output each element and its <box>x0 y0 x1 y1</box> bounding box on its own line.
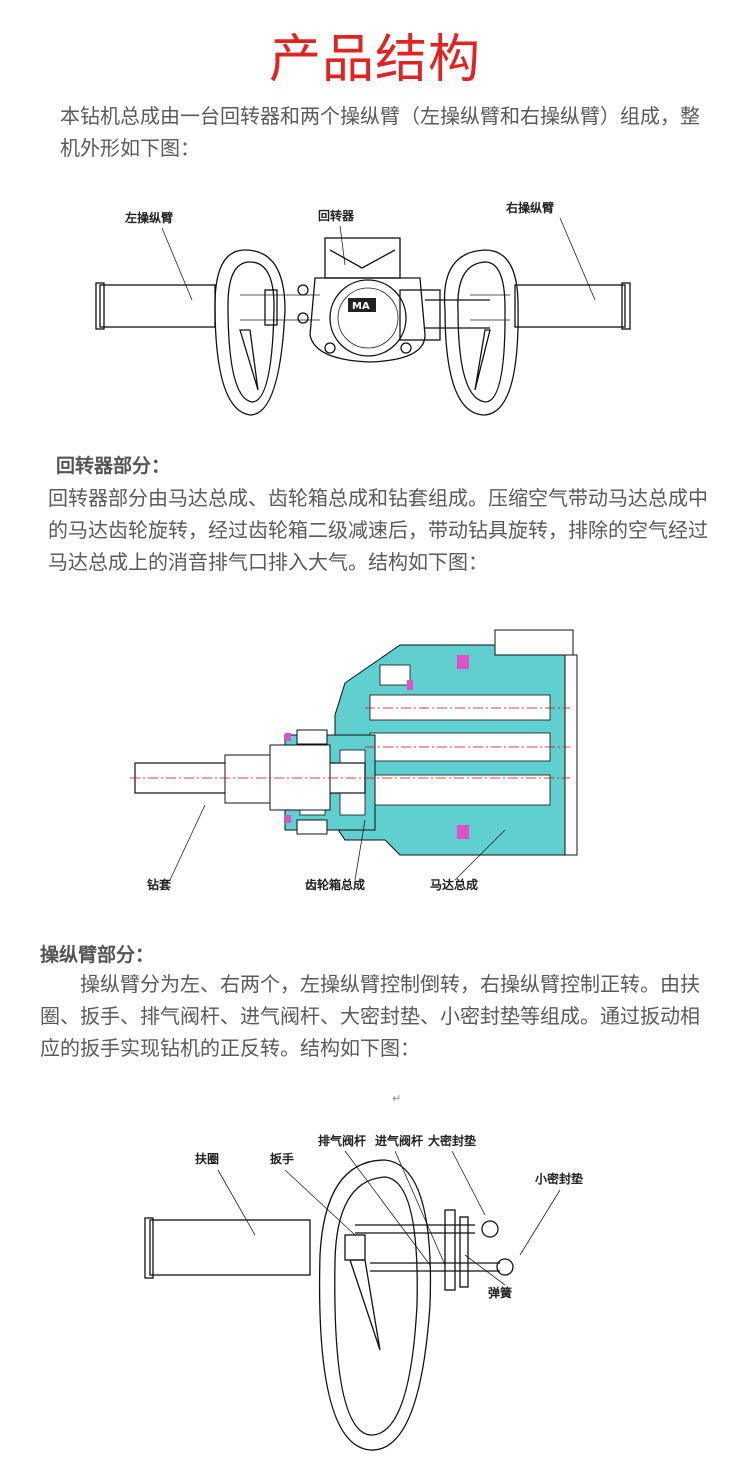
arm-heading: 操纵臂部分： <box>40 944 155 966</box>
return-mark: ↵ <box>392 1092 402 1105</box>
label-spring: 弹簧 <box>488 1285 512 1300</box>
label-big-gasket: 大密封垫 <box>428 1133 476 1148</box>
label-rotator: 回转器 <box>318 208 355 223</box>
rotator-heading: 回转器部分： <box>56 455 171 477</box>
label-motor: 马达总成 <box>430 877 478 892</box>
label-intake-rod: 进气阀杆 <box>375 1133 423 1148</box>
label-left-arm: 左操纵臂 <box>124 210 173 225</box>
label-grip-ring: 扶圈 <box>195 1151 219 1166</box>
rotator-text: 回转器部分由马达总成、齿轮箱总成和钻套组成。压缩空气带动马达总成中的马达齿轮旋转… <box>48 486 708 574</box>
page-title: 产品结构 <box>268 30 481 90</box>
label-drill-sleeve: 钻套 <box>147 877 172 892</box>
label-wrench: 扳手 <box>270 1151 294 1166</box>
label-gearbox: 齿轮箱总成 <box>305 877 365 892</box>
control-arm-figure: 扶圈 扳手 排气阀杆 进气阀杆 大密封垫 小密封垫 弹簧 <box>144 1133 583 1451</box>
label-right-arm: 右操纵臂 <box>505 200 554 215</box>
label-small-gasket: 小密封垫 <box>535 1171 583 1186</box>
machine-overview-figure: 左操纵臂 回转器 右操纵臂 MA <box>95 200 631 416</box>
intro-text: 本钻机总成由一台回转器和两个操纵臂（左操纵臂和右操纵臂）组成，整机外形如下图： <box>60 104 700 160</box>
rotator-section-figure: 钻套 齿轮箱总成 马达总成 <box>130 629 578 892</box>
label-exhaust-rod: 排气阀杆 <box>318 1133 366 1148</box>
ma-badge: MA <box>352 301 370 312</box>
arm-text: 操纵臂分为左、右两个，左操纵臂控制倒转，右操纵臂控制正转。由扶圈、扳手、排气阀杆… <box>40 972 700 1060</box>
